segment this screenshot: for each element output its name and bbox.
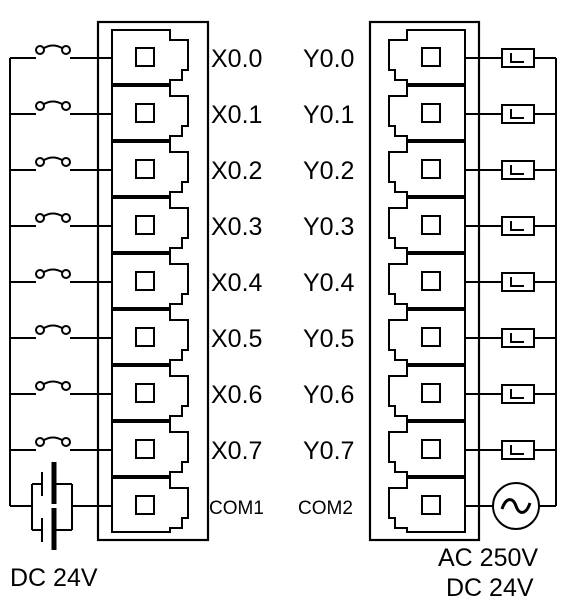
switch-contact-icon bbox=[10, 436, 112, 451]
output-terminal-slot bbox=[388, 477, 466, 533]
switch-contact-icon bbox=[10, 156, 112, 171]
input-address-label: X0.7 bbox=[211, 437, 262, 465]
input-terminal-slot bbox=[111, 197, 189, 253]
input-address-label: X0.1 bbox=[211, 101, 262, 129]
input-terminal-slot bbox=[111, 477, 189, 533]
output-address-label: Y0.4 bbox=[303, 269, 355, 297]
input-terminal-slot bbox=[111, 29, 189, 85]
input-terminal-slot bbox=[111, 365, 189, 421]
load-relay-icon bbox=[465, 384, 556, 404]
input-address-label: X0.2 bbox=[211, 157, 262, 185]
input-address-label: X0.0 bbox=[211, 45, 262, 73]
output-terminal-slot bbox=[388, 197, 466, 253]
dc-battery-icon bbox=[10, 462, 112, 550]
output-power-label-dc: DC 24V bbox=[446, 574, 534, 602]
input-address-label: X0.4 bbox=[211, 269, 263, 297]
output-address-label: Y0.2 bbox=[303, 157, 354, 185]
input-power-label: DC 24V bbox=[10, 564, 98, 592]
output-address-label: Y0.7 bbox=[303, 437, 354, 465]
input-terminal-slot bbox=[111, 421, 189, 477]
output-address-label: Y0.5 bbox=[303, 325, 354, 353]
output-address-label: Y0.1 bbox=[303, 101, 354, 129]
load-relay-icon bbox=[465, 48, 556, 68]
switch-contact-icon bbox=[10, 324, 112, 339]
com2-label: COM2 bbox=[298, 498, 353, 519]
output-power-label-ac: AC 250V bbox=[438, 544, 538, 572]
load-relay-icon bbox=[465, 272, 556, 292]
output-terminal-block bbox=[368, 20, 481, 542]
load-relay-icon bbox=[465, 328, 556, 348]
output-terminal-slot bbox=[388, 421, 466, 477]
output-address-label: Y0.6 bbox=[303, 381, 354, 409]
output-terminal-slot bbox=[388, 253, 466, 309]
switch-contact-icon bbox=[10, 212, 112, 227]
switch-contact-icon bbox=[10, 380, 112, 395]
output-address-label: Y0.0 bbox=[303, 45, 354, 73]
output-address-label: Y0.3 bbox=[303, 213, 354, 241]
output-terminal-slot bbox=[388, 29, 466, 85]
input-terminal-slot bbox=[111, 253, 189, 309]
output-terminal-slot bbox=[388, 365, 466, 421]
output-terminal-slot bbox=[388, 309, 466, 365]
input-terminal-slot bbox=[111, 309, 189, 365]
output-terminal-slot bbox=[388, 85, 466, 141]
ac-source-icon bbox=[465, 482, 556, 530]
com1-label: COM1 bbox=[209, 498, 264, 519]
input-terminal-slot bbox=[111, 85, 189, 141]
output-terminal-slot bbox=[388, 141, 466, 197]
load-relay-icon bbox=[465, 160, 556, 180]
input-address-label: X0.6 bbox=[211, 381, 262, 409]
switch-contact-icon bbox=[10, 44, 112, 59]
load-relay-icon bbox=[465, 216, 556, 236]
input-address-label: X0.3 bbox=[211, 213, 262, 241]
input-terminal-slot bbox=[111, 141, 189, 197]
load-relay-icon bbox=[465, 104, 556, 124]
load-relay-icon bbox=[465, 440, 556, 460]
switch-contact-icon bbox=[10, 268, 112, 283]
switch-contact-icon bbox=[10, 100, 112, 115]
input-address-label: X0.5 bbox=[211, 325, 262, 353]
